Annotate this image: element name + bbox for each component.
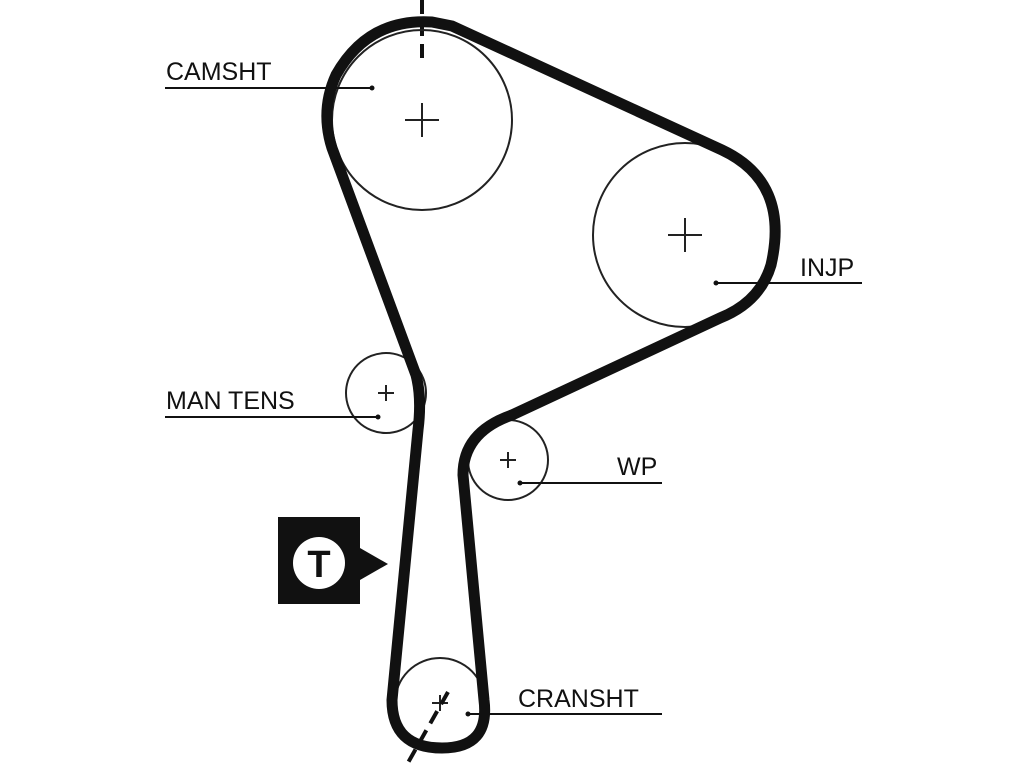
manual-tensioner-label: MAN TENS bbox=[166, 387, 295, 415]
water-pump-label: WP bbox=[617, 453, 657, 481]
crankshaft-leader bbox=[465, 711, 662, 717]
manual-tensioner-pulley bbox=[345, 352, 427, 434]
timing-belt bbox=[321, 16, 781, 754]
camshaft-leader bbox=[165, 85, 375, 91]
camshaft-label: CAMSHT bbox=[166, 58, 272, 86]
water-pump-leader bbox=[517, 480, 662, 486]
manual-tensioner-leader bbox=[165, 414, 381, 420]
tension-check-marker: T bbox=[278, 517, 388, 604]
tension-marker-letter: T bbox=[307, 544, 330, 586]
crankshaft-timing-mark bbox=[403, 691, 450, 768]
injection-pump-leader bbox=[713, 280, 862, 286]
crankshaft-label: CRANSHT bbox=[518, 685, 639, 713]
injection-pump-label: INJP bbox=[800, 254, 854, 282]
